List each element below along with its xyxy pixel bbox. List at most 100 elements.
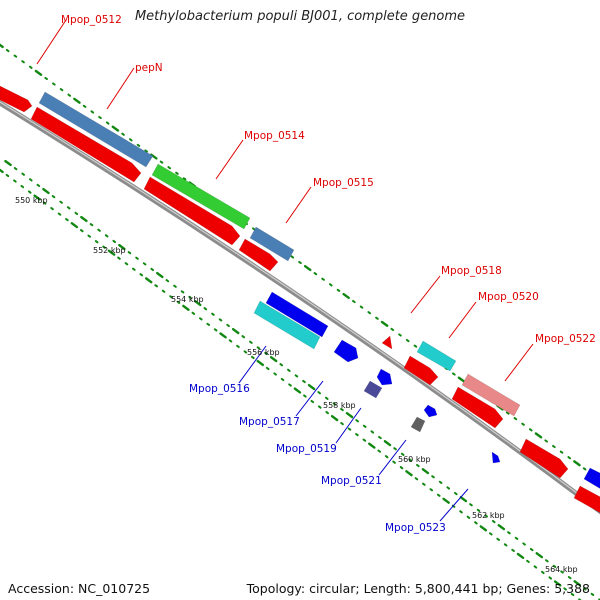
major-tick (118, 243, 126, 251)
minor-tick (13, 54, 18, 58)
minor-tick (42, 201, 47, 205)
minor-tick (167, 166, 172, 170)
minor-tick (5, 48, 10, 53)
major-tick (111, 125, 120, 132)
gene-label-Mpop_0518[interactable]: Mpop_0518 (441, 265, 502, 277)
gene-Mpop_0518[interactable] (381, 335, 393, 350)
gene-red-5[interactable] (403, 355, 439, 386)
minor-tick (67, 93, 72, 97)
minor-tick (544, 439, 548, 443)
gene-pepN[interactable] (38, 91, 154, 168)
minor-tick (413, 344, 418, 348)
gene-Mpop_0515[interactable] (249, 226, 295, 262)
major-tick (156, 271, 164, 279)
minor-tick (50, 206, 54, 211)
major-tick (405, 470, 413, 477)
gene-label-Mpop_0515[interactable]: Mpop_0515 (313, 177, 374, 189)
major-tick (73, 97, 81, 104)
minor-tick (567, 456, 572, 460)
minor-tick (367, 311, 372, 315)
major-tick (0, 43, 4, 49)
gene-label-Mpop_0522[interactable]: Mpop_0522 (535, 333, 596, 345)
major-tick (573, 580, 582, 587)
gene-Mpop_0522[interactable] (461, 373, 521, 417)
minor-tick (90, 110, 95, 114)
minor-tick (545, 559, 549, 563)
gene-red-edge[interactable] (573, 485, 600, 516)
topology-text: Topology: circular; Length: 5,800,441 bp… (246, 581, 590, 596)
minor-tick (105, 121, 110, 125)
gene-label-Mpop_0514[interactable]: Mpop_0514 (244, 130, 305, 142)
minor-tick (252, 227, 256, 231)
minor-tick (198, 317, 203, 321)
gene-label-pepN[interactable]: pepN (135, 62, 163, 74)
gene-Mpop_0516[interactable] (253, 300, 321, 350)
gene-red-6[interactable] (451, 386, 504, 429)
minor-tick (310, 399, 315, 404)
kbp-label: 558 kbp (323, 401, 356, 410)
major-tick (33, 194, 41, 201)
minor-tick (453, 491, 458, 496)
minor-tick (526, 559, 530, 564)
gene-Mpop_0523[interactable] (491, 451, 501, 464)
gene-Mpop_0521[interactable] (410, 416, 426, 433)
gene-label-Mpop_0512[interactable]: Mpop_0512 (61, 14, 122, 26)
minor-tick (89, 223, 94, 227)
minor-tick (290, 255, 295, 259)
gene-label-Mpop_0521[interactable]: Mpop_0521 (321, 475, 382, 487)
minor-tick (102, 245, 106, 249)
minor-tick (228, 339, 233, 343)
gene-label-Mpop_0520[interactable]: Mpop_0520 (478, 291, 539, 303)
minor-tick (336, 288, 341, 292)
major-tick (34, 69, 43, 76)
kbp-label: 550 kbp (15, 196, 48, 205)
gene-Mpop_0512[interactable] (0, 85, 33, 113)
gene-red-7[interactable] (519, 438, 569, 479)
minor-tick (139, 273, 144, 277)
minor-tick (128, 138, 133, 142)
gene-Mpop_0514[interactable] (151, 163, 251, 230)
gene-label-Mpop_0516[interactable]: Mpop_0516 (189, 383, 250, 395)
minor-tick (124, 262, 129, 266)
minor-tick (317, 405, 322, 409)
gene-red-2[interactable] (30, 106, 142, 183)
minor-tick (298, 260, 302, 265)
gene-red-4[interactable] (238, 238, 279, 272)
gene-blue-small-3[interactable] (423, 404, 438, 418)
minor-tick (390, 327, 395, 332)
minor-tick (206, 322, 211, 326)
gene-Mpop_0519[interactable] (363, 380, 383, 399)
major-tick (345, 412, 354, 419)
minor-tick (112, 239, 117, 244)
label-leaders (36, 19, 534, 522)
gene-red-3[interactable] (143, 176, 241, 246)
minor-tick (513, 417, 518, 421)
major-tick (516, 552, 525, 560)
minor-tick (94, 240, 99, 244)
major-tick (231, 327, 240, 335)
gene-Mpop_0517[interactable] (265, 291, 329, 338)
gene-blue-edge[interactable] (583, 467, 600, 492)
major-tick (380, 320, 389, 327)
minor-tick (583, 587, 587, 591)
minor-tick (191, 311, 196, 315)
gene-blue-small-1[interactable] (333, 339, 359, 363)
gene-label-Mpop_0523[interactable]: Mpop_0523 (385, 522, 446, 534)
minor-tick (142, 262, 147, 266)
minor-tick (533, 565, 538, 569)
minor-tick (459, 510, 463, 514)
gene-label-Mpop_0519[interactable]: Mpop_0519 (276, 443, 337, 455)
minor-tick (182, 177, 187, 181)
gene-Mpop_0520[interactable] (416, 340, 457, 372)
minor-tick (44, 76, 48, 81)
minor-tick (79, 229, 84, 233)
minor-tick (74, 211, 79, 216)
minor-tick (150, 267, 155, 272)
major-tick (219, 332, 227, 339)
minor-tick (491, 519, 496, 524)
minor-tick (414, 477, 419, 481)
major-tick (256, 359, 265, 367)
gene-blue-small-2[interactable] (376, 368, 393, 386)
gene-label-Mpop_0517[interactable]: Mpop_0517 (239, 416, 300, 428)
